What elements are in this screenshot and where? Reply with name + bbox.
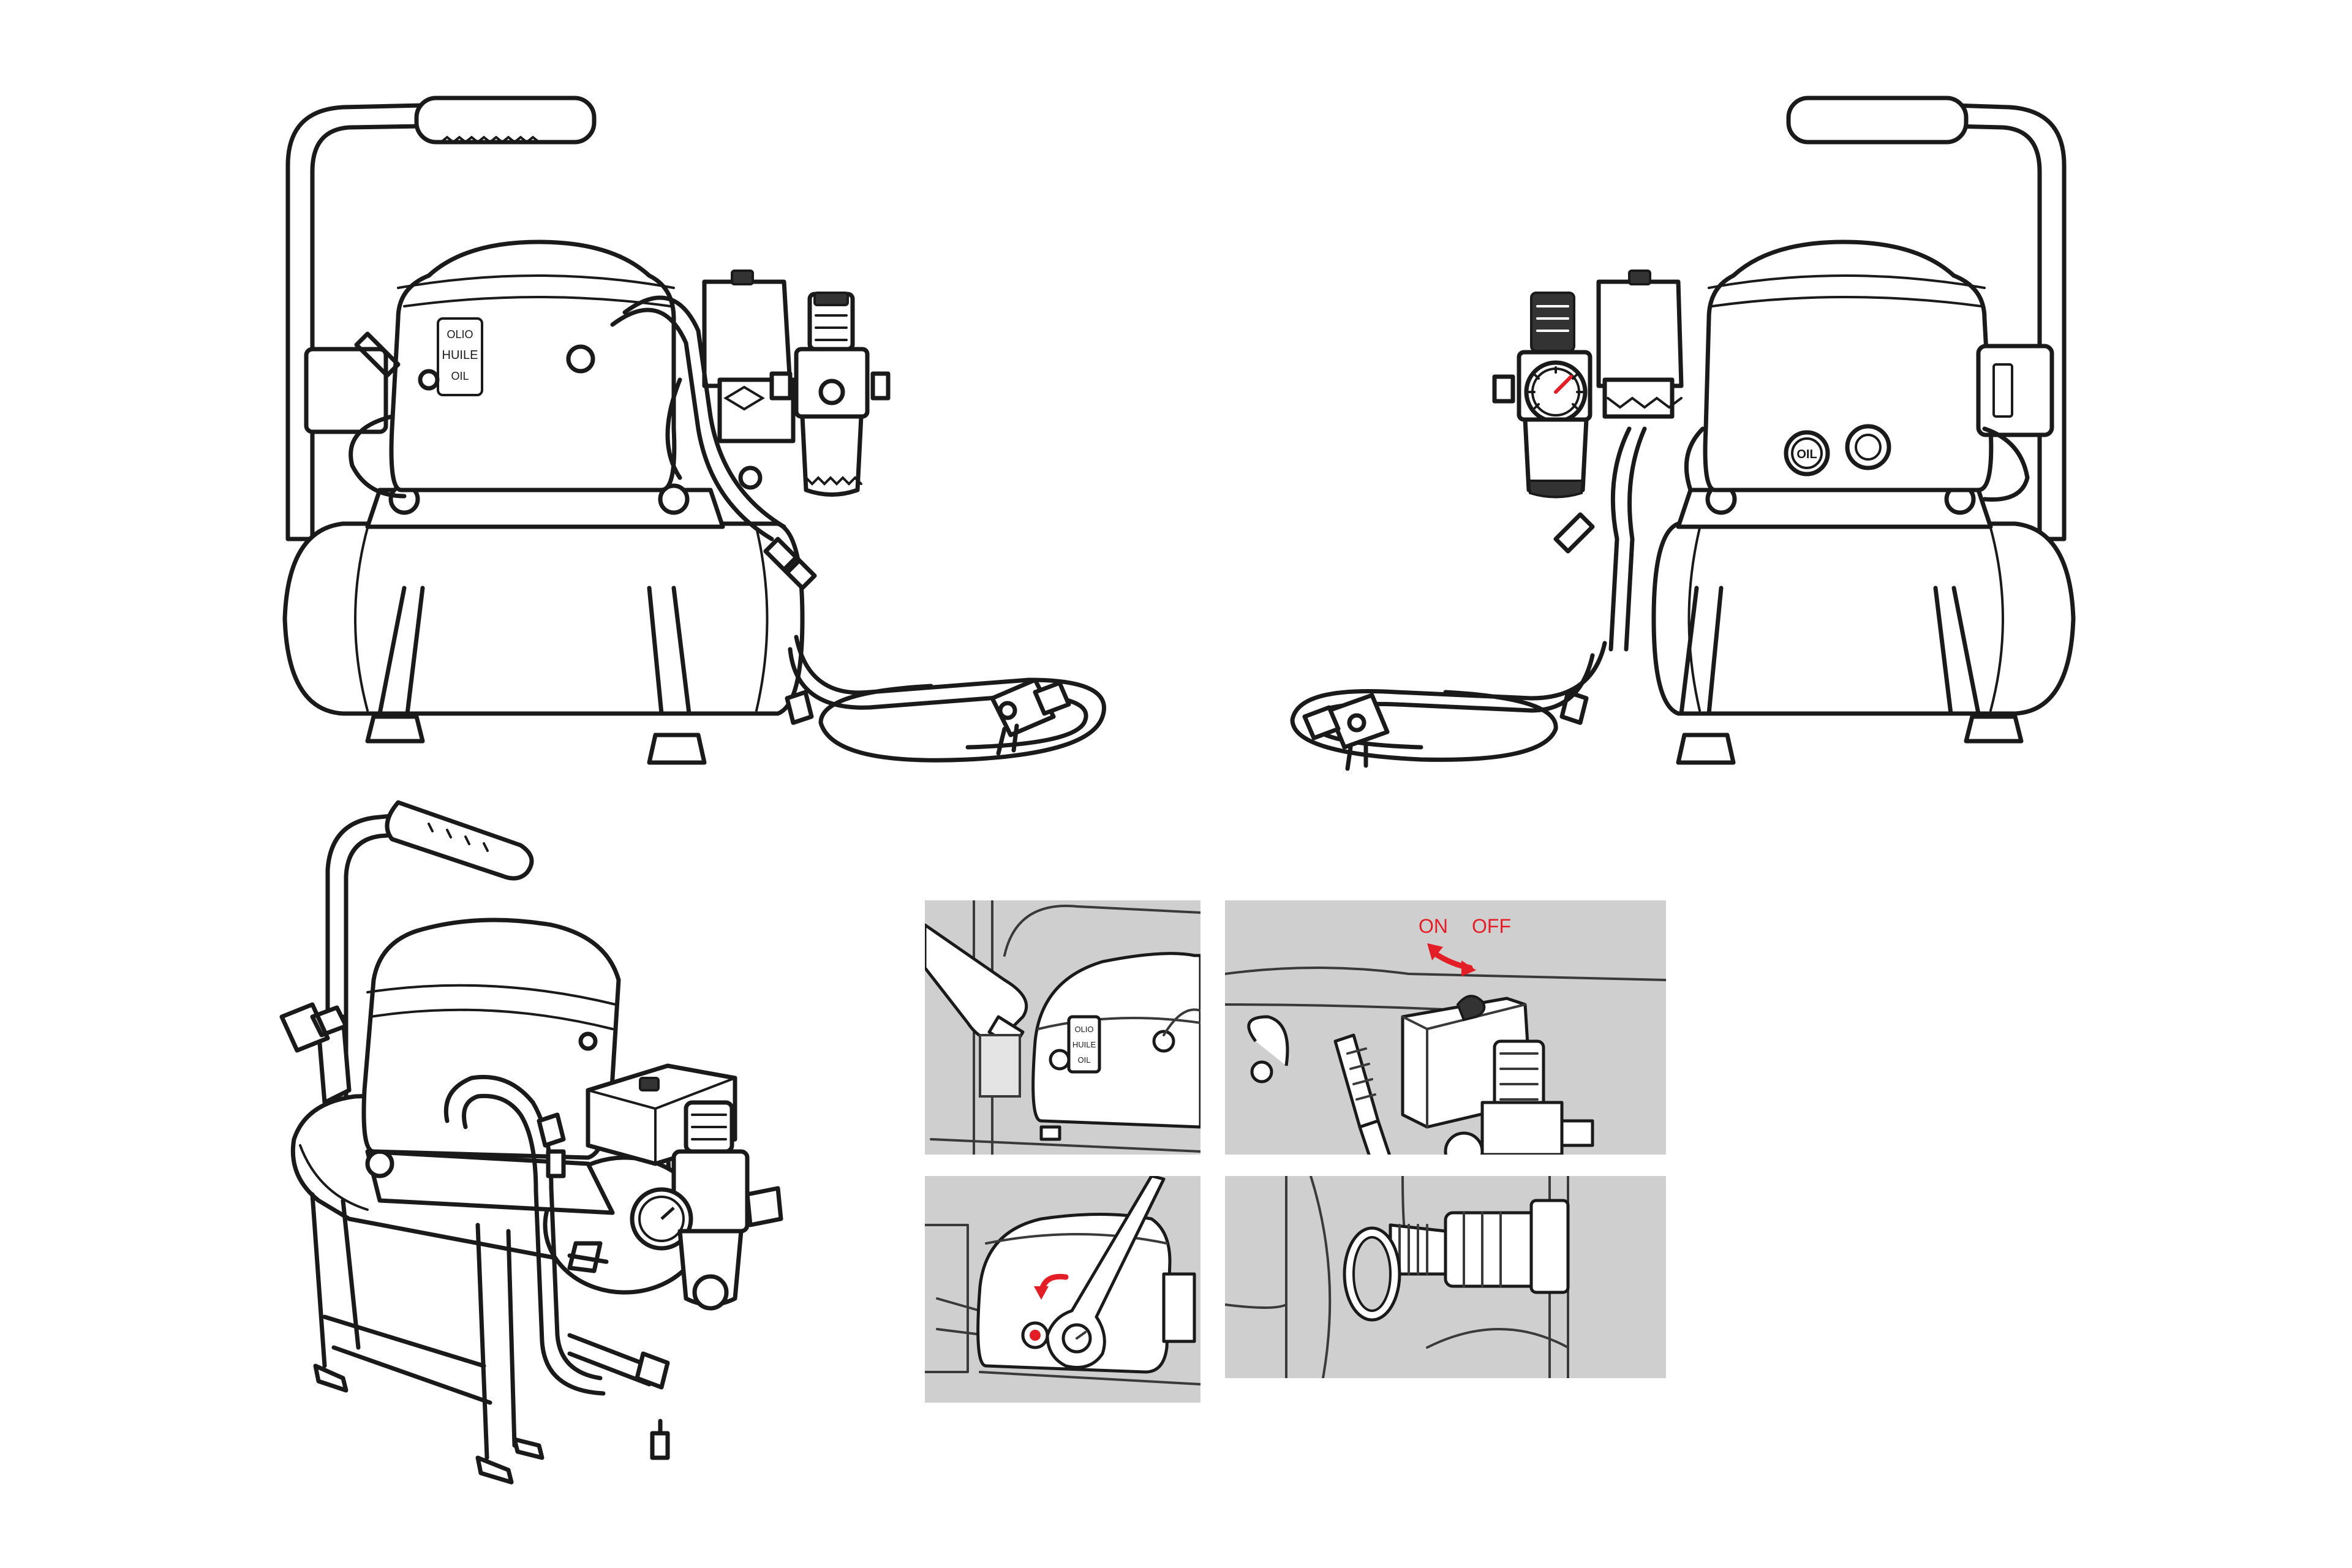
panel4-valve-body (1444, 1211, 1539, 1288)
air-hose-back (1608, 426, 1632, 652)
oil-label-oil: OIL (451, 370, 469, 382)
panel-oil-fill: OLIO HUILE OIL (925, 900, 1200, 1155)
motor-housing (389, 239, 677, 492)
regulator-knob-back (1530, 292, 1575, 352)
panel1-oil-label-huile: HUILE (1072, 1040, 1096, 1049)
switch-off-label: OFF (1472, 915, 1511, 937)
panel3-wrench (1046, 1176, 1166, 1369)
iso-air-hose (443, 1074, 603, 1381)
panel1-oil-label (1067, 1015, 1101, 1074)
panel-safety-valve (1225, 1176, 1666, 1378)
panel-oil-drain (925, 1176, 1200, 1403)
oil-label-olio: OLIO (447, 328, 473, 341)
handle-grip (414, 96, 597, 145)
compressor-isometric-view (279, 800, 783, 1485)
oil-label-plate (437, 317, 483, 396)
rubber-foot-back-left (1676, 733, 1736, 765)
carry-handle-frame-back (1951, 103, 2067, 541)
iso-handle-frame (325, 812, 407, 1197)
panel1-oil-bottle (925, 923, 1028, 1043)
power-cord (794, 635, 1106, 763)
air-hose (610, 307, 774, 541)
filter-bowl (800, 414, 864, 497)
pressure-switch (702, 279, 793, 388)
iso-handle-grip (385, 800, 534, 881)
power-cord-back (1290, 641, 1607, 762)
drain-valve (785, 690, 814, 725)
compressor-front-left-view: OLIO HUILE OIL (282, 96, 1106, 765)
panel2-switch-lever (1456, 995, 1486, 1022)
electrical-box (304, 347, 388, 434)
iso-drain-valve (650, 1431, 670, 1460)
pressure-switch-back (1596, 279, 1684, 388)
rubber-foot-right (647, 733, 707, 765)
electrical-box-back (1976, 344, 2054, 437)
rubber-foot-back-right (1964, 714, 2024, 744)
rubber-foot-left (365, 714, 425, 744)
handle-grip-back (1786, 96, 1969, 145)
panel1-oil-label-oil: OIL (1078, 1055, 1091, 1065)
panel-pressure-switch: ON OFF (1225, 900, 1666, 1155)
compressor-back-right-view: OIL (1290, 96, 2076, 771)
switch-on-label: ON (1419, 915, 1448, 937)
panel1-oil-label-olio: OLIO (1074, 1025, 1093, 1034)
carry-handle-frame (285, 103, 425, 541)
oil-cap-label: OIL (1796, 448, 1817, 461)
oil-label-huile: HUILE (442, 349, 478, 362)
panel1-motor-housing (1031, 952, 1200, 1129)
